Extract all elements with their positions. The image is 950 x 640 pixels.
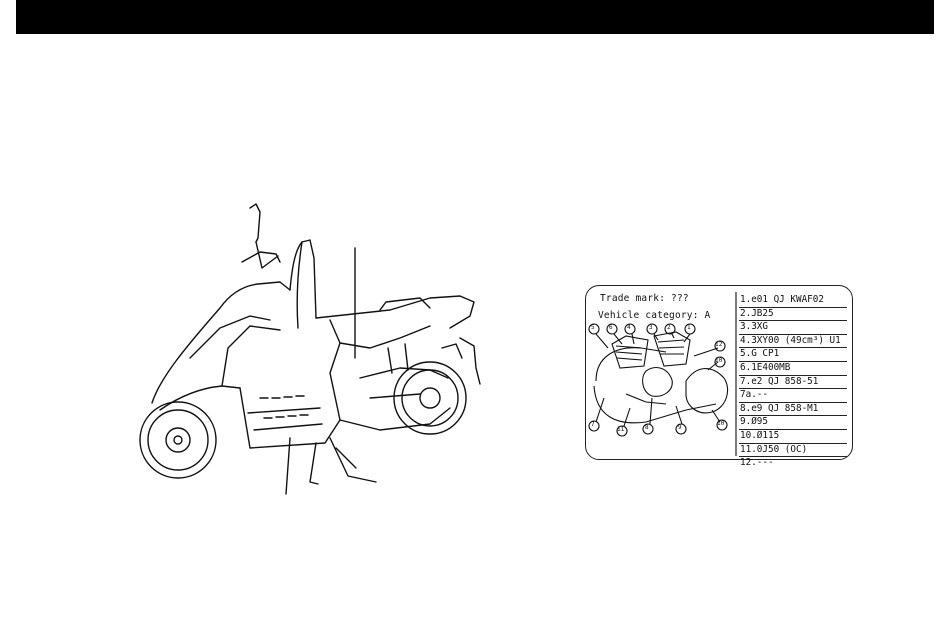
code-item: 9.Ø95 — [739, 416, 847, 430]
callout-5: 5 — [591, 325, 595, 331]
code-item: 10.Ø115 — [739, 430, 847, 444]
callout-10: 10 — [715, 358, 723, 364]
code-item: 6.1E400MB — [739, 362, 847, 376]
callout-11: 11 — [617, 427, 625, 433]
code-item: 3.3XG — [739, 321, 847, 335]
code-item: 1.e01 QJ KWAF02 — [739, 294, 847, 308]
callout-2: 2 — [667, 325, 671, 331]
code-item: 7a.-- — [739, 389, 847, 403]
code-item: 5.G CP1 — [739, 348, 847, 362]
code-item: 4.3XY00 (49cm³) U1 — [739, 335, 847, 349]
callout-6: 6 — [609, 325, 613, 331]
scooter-drawing-icon — [130, 198, 490, 510]
code-item: 8.e9 QJ 858-M1 — [739, 403, 847, 417]
callout-7: 7 — [591, 422, 595, 428]
header-bar — [16, 0, 934, 34]
code-item: 12.--- — [739, 457, 847, 470]
code-item: 11.0J50 (OC) — [739, 444, 847, 458]
code-item: 7.e2 QJ 858-51 — [739, 376, 847, 390]
callout-9: 9 — [678, 425, 682, 431]
identification-plate: Trade mark: ??? Vehicle category: A — [585, 285, 853, 460]
callout-8: 8 — [645, 425, 649, 431]
callout-4: 4 — [627, 325, 631, 331]
callout-1: 1 — [687, 325, 691, 331]
code-item: 2.JB25 — [739, 308, 847, 322]
code-list: 1.e01 QJ KWAF02 2.JB25 3.3XG 4.3XY00 (49… — [739, 294, 847, 470]
callout-10b: 10 — [717, 421, 725, 427]
callout-12: 12 — [715, 342, 723, 348]
callout-3: 3 — [649, 325, 653, 331]
